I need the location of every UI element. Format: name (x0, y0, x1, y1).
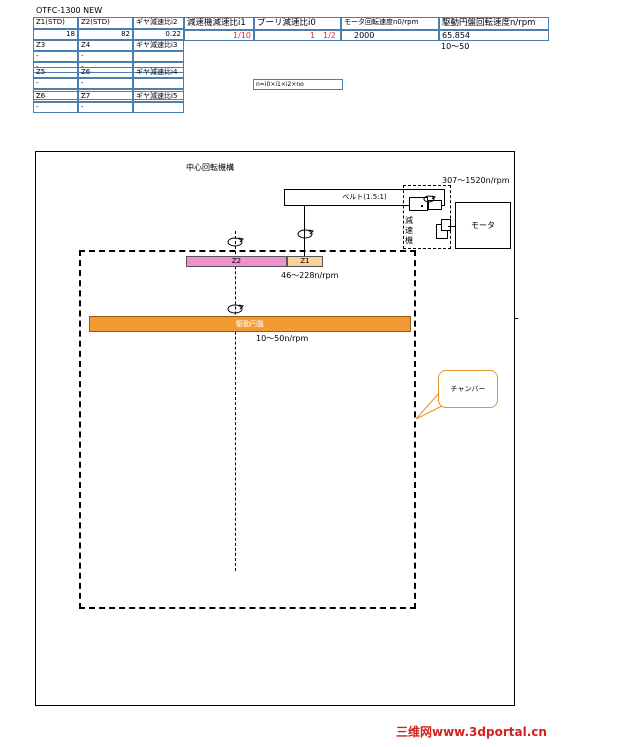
belt-box: ベルト(1.5:1) (284, 189, 445, 206)
header-i2: ギヤ減速比i2 (133, 17, 184, 29)
header-i0: プーリ減速比i0 (254, 17, 341, 30)
header-z1: Z1(STD) (33, 17, 78, 29)
cell-dash: - (33, 102, 78, 113)
value-i0-a: 1 (310, 31, 316, 40)
diagram-frame (35, 151, 515, 706)
cell-z6-row: Z6 (33, 91, 78, 102)
mechanism-label: 中心回転機構 (186, 163, 234, 172)
pulley-hub (428, 200, 442, 210)
reducer-flange (441, 219, 451, 231)
cell-i4: ギヤ減速比i4 (133, 67, 184, 78)
disk-speed-label: 10～50n/rpm (256, 334, 309, 343)
header-i1: 減速機減速比i1 (184, 17, 254, 30)
value-z1: 18 (33, 29, 78, 40)
cell-empty (133, 51, 184, 62)
motor-shaft (448, 226, 455, 227)
value-z2: 82 (78, 29, 133, 40)
pulley-dot (421, 205, 423, 207)
cell-i3: ギヤ減速比i3 (133, 40, 184, 51)
cell-dash: - (78, 51, 133, 62)
cell-z3: Z3 (33, 40, 78, 51)
motor-speed-label: 307～1520n/rpm (442, 176, 510, 185)
cell-dash: - (33, 78, 78, 89)
drive-disk-bar: 駆動円盤 (89, 316, 411, 332)
cell-dash: - (33, 51, 78, 62)
cell-dash: - (78, 78, 133, 89)
rotation-arrow-icon (297, 229, 314, 239)
cell-z4: Z4 (78, 40, 133, 51)
chamber-outline (79, 250, 416, 609)
header-z2: Z2(STD) (78, 17, 133, 29)
header-n0: モータ回転速度n0/rpm (341, 17, 439, 30)
center-axis-line (235, 231, 236, 571)
cell-empty (133, 78, 184, 89)
rotation-arrow-icon (227, 304, 244, 314)
motor-box: モータ (455, 202, 511, 249)
z1-shaft-line (304, 206, 305, 256)
cell-z5: Z5 (33, 67, 78, 78)
pulley-block (409, 197, 428, 211)
cell-z6: Z6 (78, 67, 133, 78)
cell-i5: ギヤ減速比i5 (133, 91, 184, 102)
z2-gear-bar: Z2 (186, 256, 287, 267)
cell-empty (133, 102, 184, 113)
value-i1: 1/10 (184, 30, 254, 41)
chamber-callout: チャンバー (438, 370, 498, 408)
value-i2: 0.22 (133, 29, 184, 40)
value-n: 65.854 (439, 30, 549, 41)
z1-gear-bar: Z1 (287, 256, 323, 267)
header-n: 駆動円盤回転速度n/rpm (439, 17, 549, 30)
speed-formula: n=i0×i1×i2×no (253, 79, 343, 90)
value-n-range: 10～50 (441, 42, 470, 51)
cell-z7: Z7 (78, 91, 133, 102)
reducer-dashed-box (403, 185, 451, 249)
value-i0-b: 1/2 (323, 31, 336, 40)
rotation-arrow-icon (423, 195, 437, 203)
reducer-label: 減速機 (405, 216, 413, 245)
frame-tick (515, 318, 518, 319)
gear-speed-label: 46～228n/rpm (281, 271, 339, 280)
cell-dash: - (78, 102, 133, 113)
watermark: 三维网www.3dportal.cn (396, 725, 547, 739)
value-n0: 2000 (341, 30, 439, 41)
value-i0-cell: 1 1/2 (254, 30, 341, 41)
rotation-arrow-icon (227, 237, 244, 247)
sheet-title: OTFC-1300 NEW (36, 6, 103, 15)
